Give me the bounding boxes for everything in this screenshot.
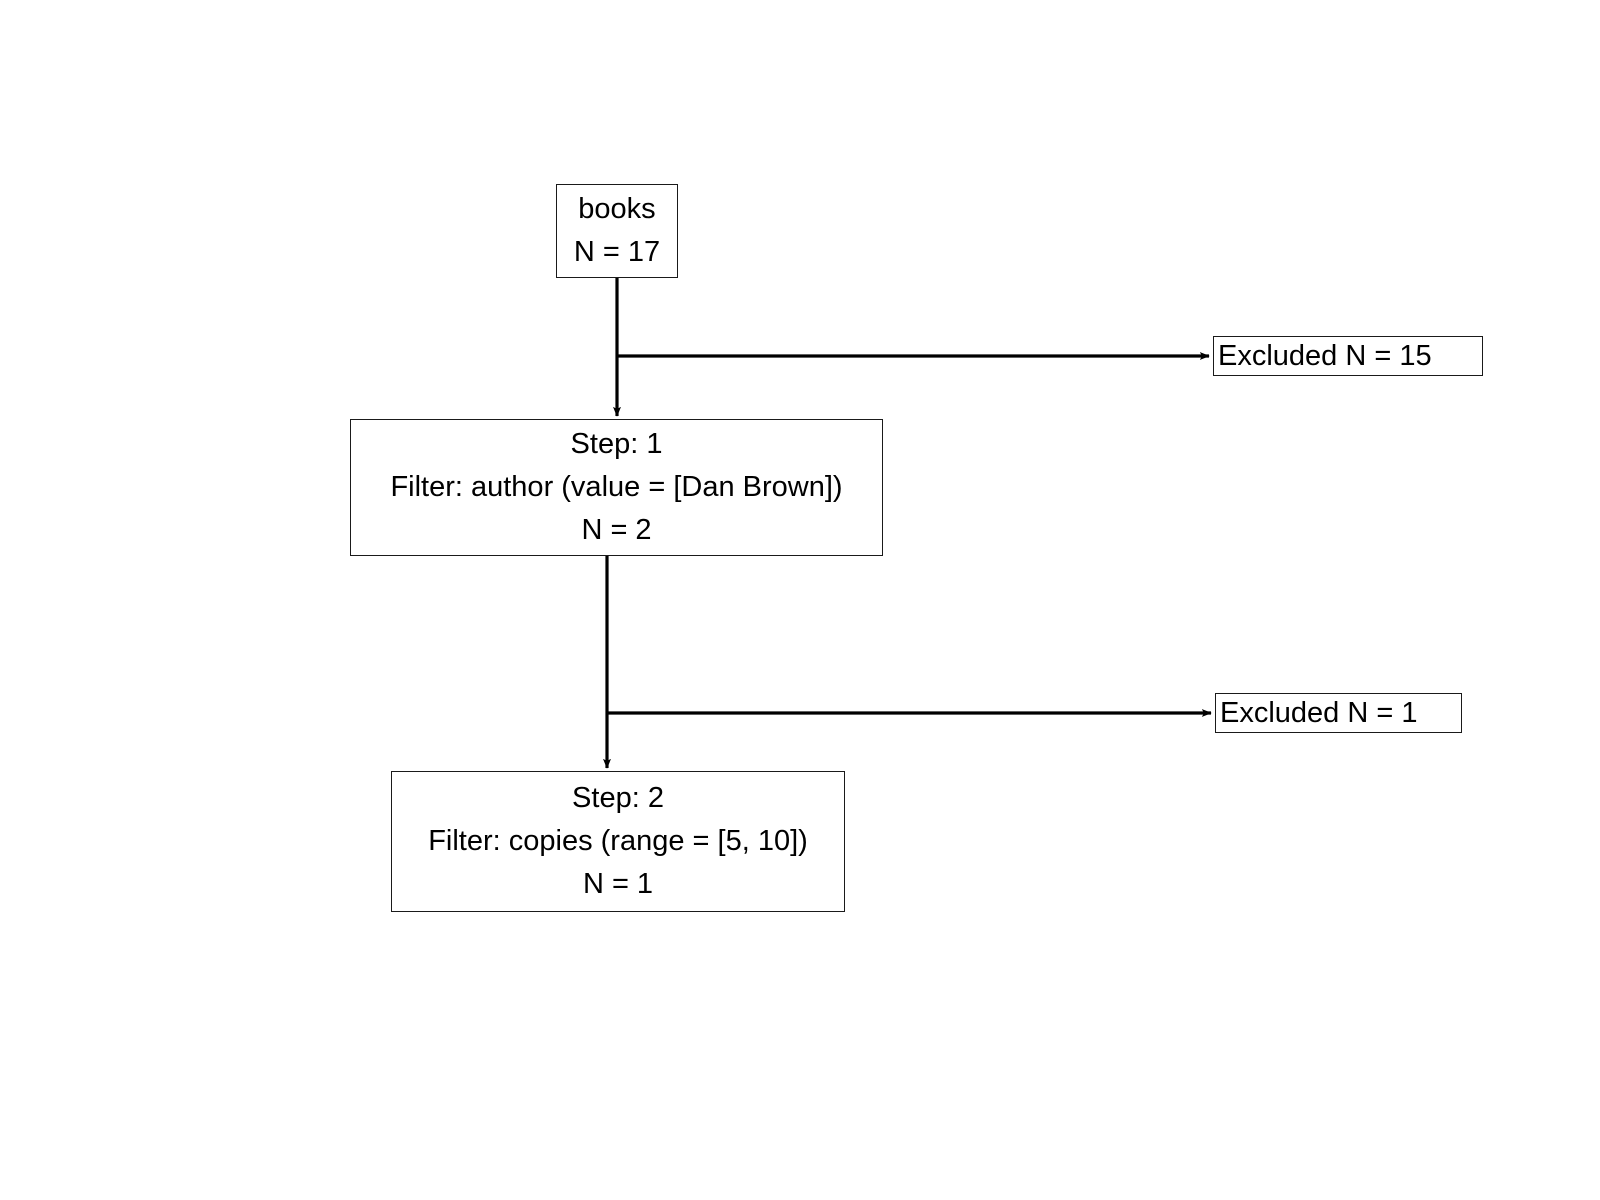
node-step-2: Step: 2 Filter: copies (range = [5, 10])… [391,771,845,912]
node-excluded-2: Excluded N = 1 [1215,693,1462,733]
step-1-filter-label: Filter: author (value = [Dan Brown]) [390,470,843,503]
source-count-label: N = 17 [573,236,661,268]
node-excluded-1: Excluded N = 15 [1213,336,1483,376]
step-2-count-label: N = 1 [582,868,654,901]
step-2-step-label: Step: 2 [572,781,664,814]
step-2-filter-label: Filter: copies (range = [5, 10]) [428,824,808,857]
step-1-count-label: N = 2 [581,514,652,547]
step-1-step-label: Step: 1 [570,427,663,460]
node-source-books: books N = 17 [556,184,678,278]
source-table-label: books [578,192,656,225]
node-step-1: Step: 1 Filter: author (value = [Dan Bro… [350,419,883,556]
